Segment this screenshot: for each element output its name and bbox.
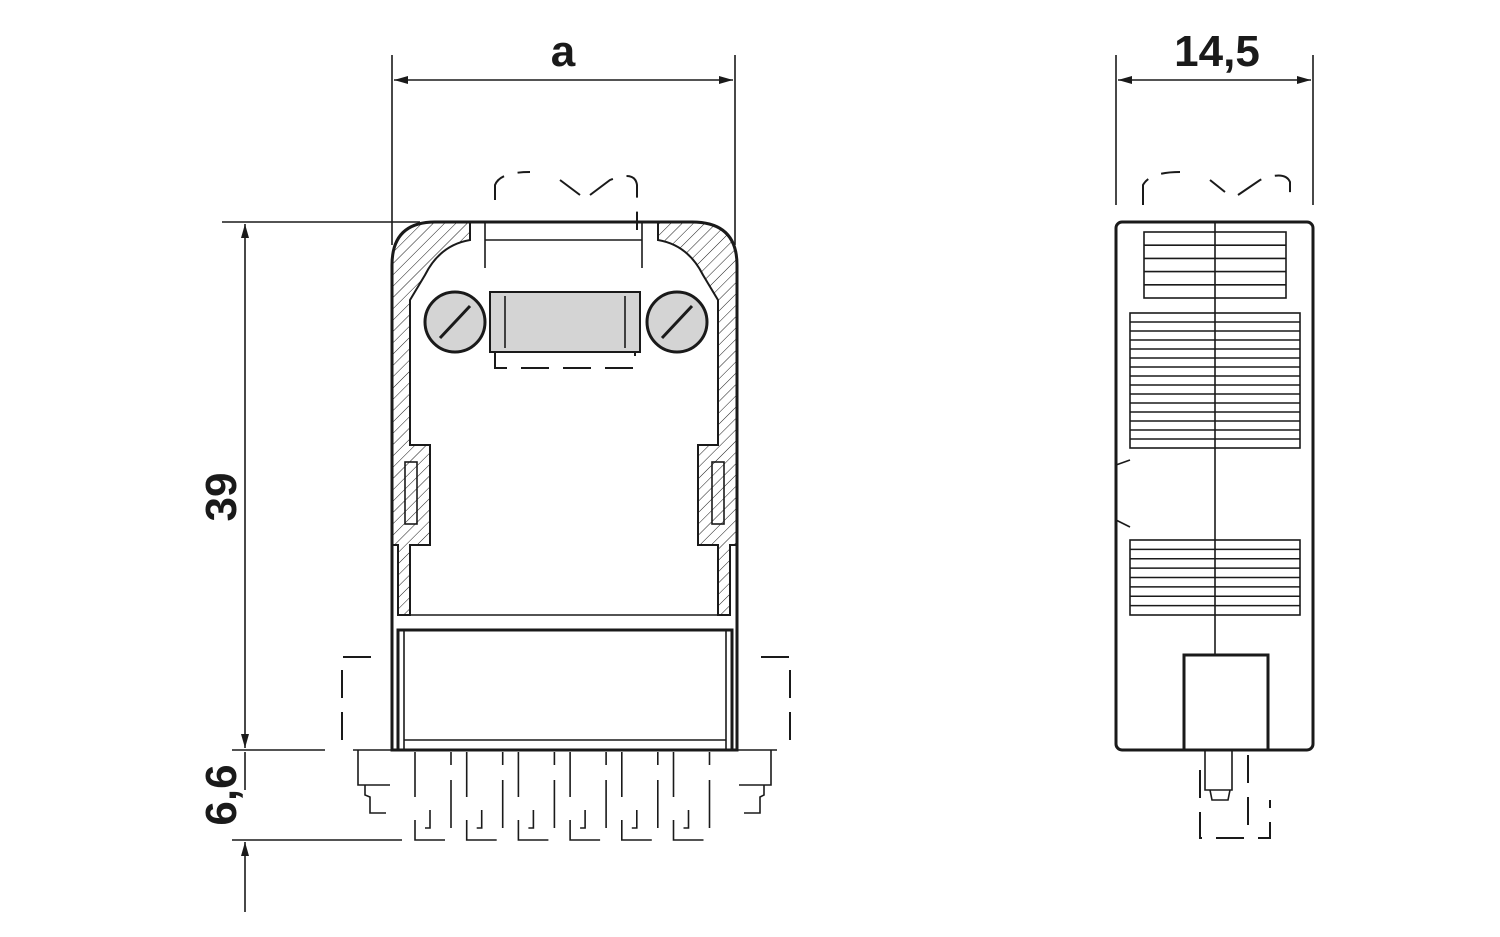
housing-wall-left	[391, 221, 471, 616]
contact-pin	[465, 752, 504, 841]
grip-ribs	[1129, 231, 1301, 616]
rib-block	[1129, 312, 1301, 449]
front-view: a 39 6,6	[197, 27, 791, 912]
dimension-39: 39	[197, 221, 420, 751]
mount-pin-left	[357, 750, 390, 814]
dimension-39-label: 39	[197, 473, 246, 522]
dimension-14-5: 14,5	[1115, 27, 1314, 205]
dimension-6-6: 6,6	[197, 752, 402, 912]
contact-pin	[569, 752, 607, 841]
contact-insert	[396, 628, 734, 752]
dimension-6-6-label: 6,6	[197, 764, 246, 825]
contact-pin	[672, 752, 711, 841]
rib-block	[1143, 231, 1287, 299]
dimension-a: a	[391, 27, 736, 245]
side-pin	[1204, 750, 1233, 801]
contact-pin	[414, 752, 452, 841]
side-contact-block	[1182, 653, 1270, 752]
contact-pin	[621, 752, 659, 841]
contact-pin	[517, 752, 556, 841]
dimension-14-5-label: 14,5	[1174, 27, 1260, 76]
clamp-bar	[489, 291, 641, 353]
latch-right	[711, 461, 725, 525]
side-view: 14,5	[1114, 27, 1315, 839]
screw-right	[645, 290, 709, 354]
dimension-a-label: a	[551, 27, 576, 76]
screw-left	[423, 290, 487, 354]
contact-pins	[414, 752, 711, 841]
housing-wall-right	[657, 221, 738, 616]
mount-pin-right	[739, 750, 772, 814]
cable-outline	[494, 171, 638, 230]
latch-left	[404, 461, 418, 525]
